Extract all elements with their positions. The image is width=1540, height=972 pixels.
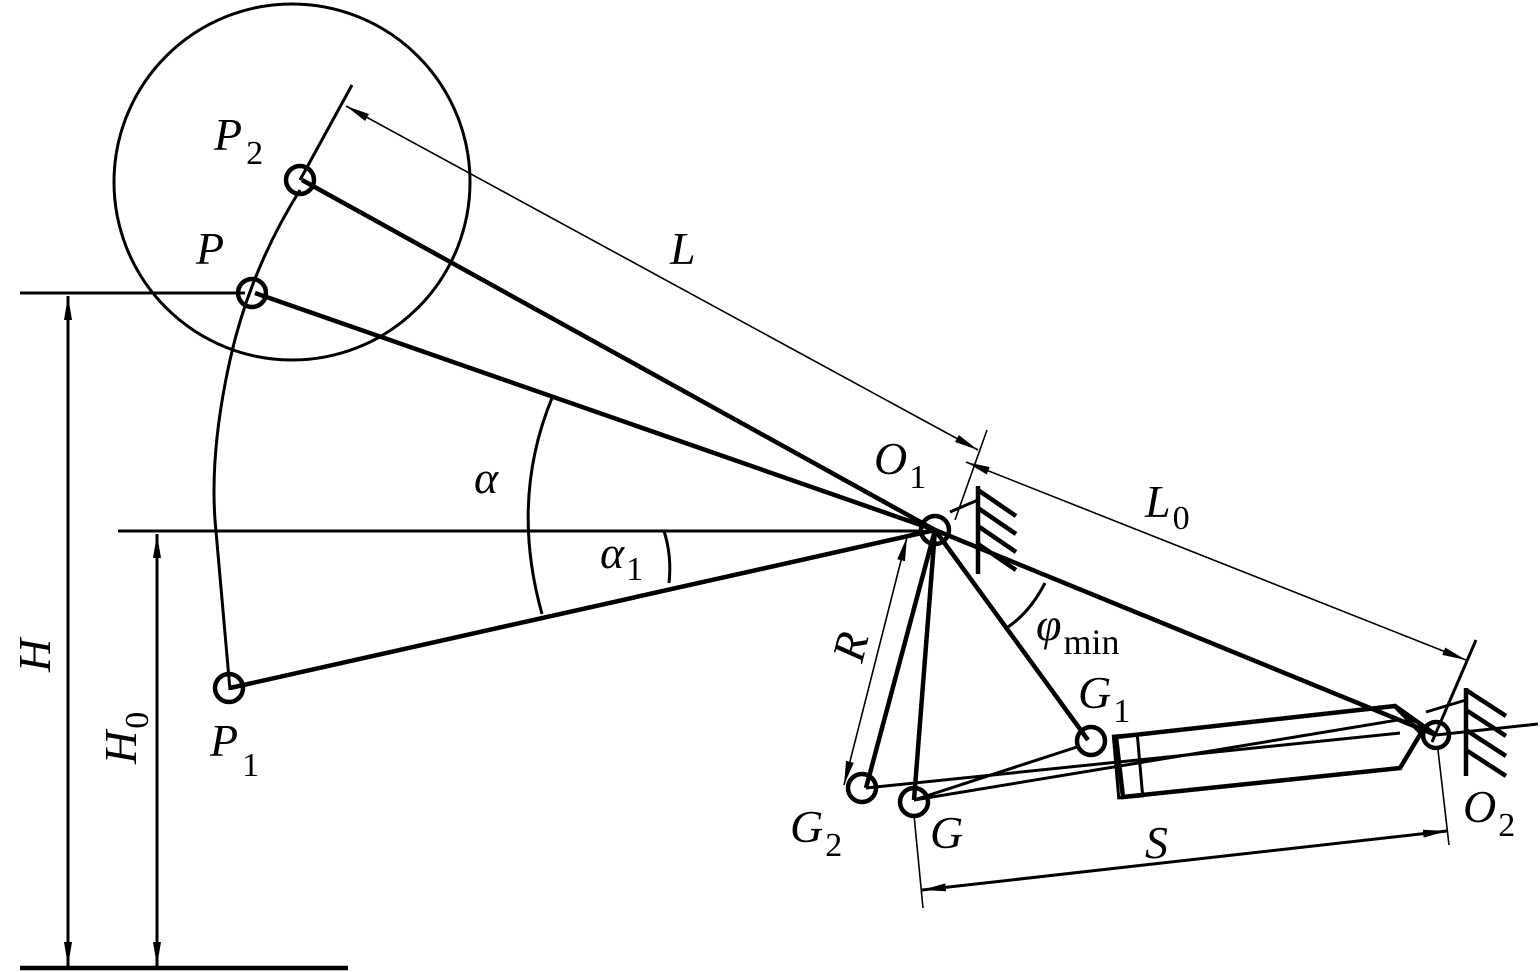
dim-s-ext-g xyxy=(913,814,924,909)
pivot-o2 xyxy=(1420,719,1452,751)
label-l0: L0 xyxy=(1144,476,1190,537)
arm-o1-p2 xyxy=(300,178,937,532)
label-g2: G2 xyxy=(790,801,842,864)
pivot-p xyxy=(235,276,269,310)
label-r: R xyxy=(822,627,879,668)
label-l: L xyxy=(669,223,696,274)
dim-l0-arrow xyxy=(965,461,1467,661)
o2-fixed-support xyxy=(1425,688,1508,778)
link-o1-g1 xyxy=(933,528,1090,742)
label-p: P xyxy=(195,223,224,274)
label-h0: H0 xyxy=(95,712,156,765)
label-alpha1: α1 xyxy=(600,527,643,588)
angle-phi-min-arc xyxy=(1007,582,1047,629)
pivot-g1 xyxy=(1074,724,1108,758)
angle-alpha1-arc xyxy=(662,530,672,584)
label-g: G xyxy=(930,807,963,858)
pivot-g xyxy=(897,785,931,819)
label-o1: O1 xyxy=(874,433,926,496)
pivot-p1 xyxy=(212,671,246,705)
p-trajectory-arc xyxy=(212,189,302,691)
link-o1-o2 xyxy=(934,527,1437,738)
dim-l-arrow xyxy=(345,105,979,451)
dim-s-arrow xyxy=(921,829,1448,892)
arm-o1-p1 xyxy=(229,527,936,691)
link-o1-g xyxy=(911,529,938,801)
dim-s-ext-o2 xyxy=(1437,749,1450,846)
hydraulic-cylinder xyxy=(865,703,1438,802)
label-s: S xyxy=(1145,817,1168,868)
link-o2-extension xyxy=(1435,722,1539,737)
label-h: H xyxy=(9,636,60,673)
pivot-p2 xyxy=(283,163,317,197)
pivot-o1 xyxy=(918,513,952,547)
o1-fixed-support xyxy=(949,486,1018,574)
label-alpha: α xyxy=(474,452,499,503)
arm-o1-p xyxy=(254,290,936,533)
dim-r-arrow xyxy=(843,536,908,786)
p2-extension-line xyxy=(298,84,354,181)
label-g1: G1 xyxy=(1078,667,1130,730)
label-phi-min: φmin xyxy=(1036,599,1119,662)
dim-l0-ext-o2 xyxy=(1430,639,1478,743)
angle-alpha-arc xyxy=(526,397,554,615)
pivot-g2 xyxy=(845,771,879,805)
label-o2: O2 xyxy=(1463,781,1515,844)
